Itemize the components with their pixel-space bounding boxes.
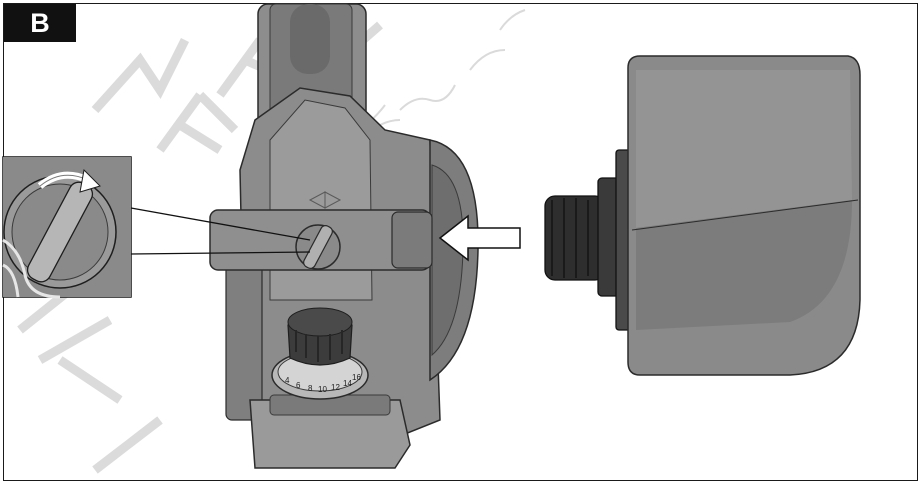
- dial-tick-label: 6: [296, 381, 301, 390]
- white-arrow-left-icon: [438, 214, 521, 262]
- detail-inset: [2, 156, 132, 299]
- rotate-arrow-icon: [37, 168, 101, 193]
- dial-tick-label: 14: [343, 379, 352, 388]
- chip-box: [627, 55, 861, 376]
- depth-knob: [271, 307, 369, 400]
- dial-tick-label: 4: [285, 376, 290, 385]
- callout-lines: [130, 207, 311, 255]
- watermark-logo: [17, 6, 383, 474]
- dial-tick-labels: 4 6 8 10 12 14 16: [285, 373, 361, 394]
- planer-body: [209, 3, 479, 469]
- dial-tick-label: 16: [352, 373, 361, 382]
- dial-tick-label: 10: [318, 385, 327, 394]
- dial-tick-label: 8: [308, 384, 313, 393]
- figure-label: B: [4, 4, 76, 42]
- dust-adapter: [544, 149, 641, 331]
- dial-tick-label: 12: [331, 383, 340, 392]
- ejection-lever: [295, 224, 341, 270]
